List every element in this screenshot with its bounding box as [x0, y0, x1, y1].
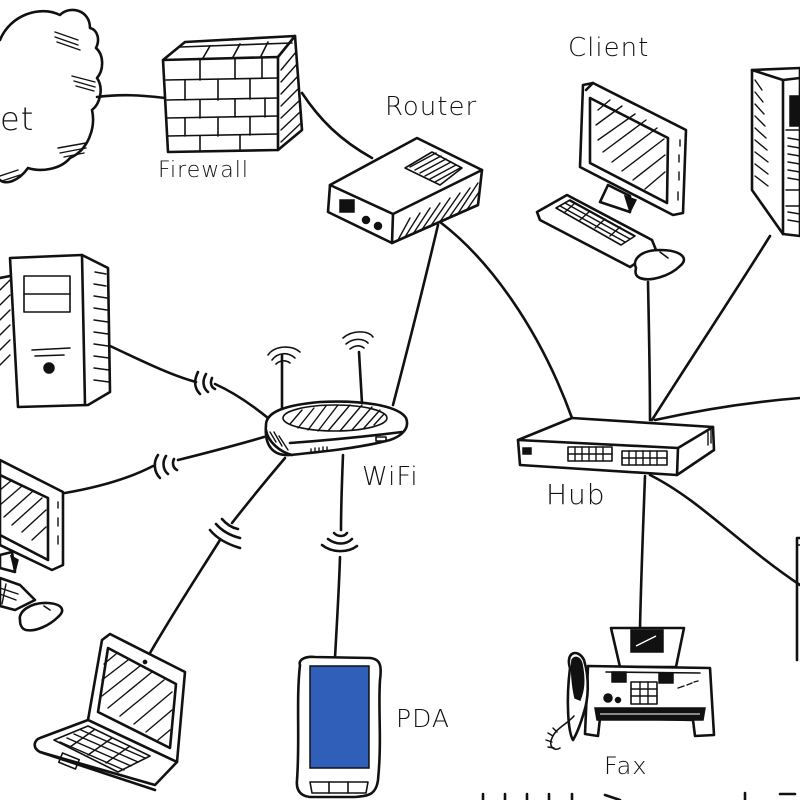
- fax-machine-icon: [545, 626, 716, 751]
- wireless-signal-icon: [320, 531, 359, 553]
- pda-icon: [295, 655, 382, 799]
- hub-label: Hub: [546, 478, 606, 511]
- firewall-label: Firewall: [158, 158, 249, 183]
- link-wifi-pda-b: [333, 555, 342, 660]
- link-wifi-desktop-left: [63, 464, 155, 495]
- link-hub-device-right: [648, 473, 800, 587]
- link-wifi-desktop-left-b: [176, 435, 266, 462]
- link-firewall-router: [300, 91, 374, 160]
- link-client-hub: [646, 280, 652, 422]
- link-wifi-laptop-b: [230, 456, 287, 525]
- server-tower-icon: [0, 253, 112, 409]
- brick-wall-icon: [161, 34, 304, 154]
- wireless-signal-icon: [193, 370, 217, 396]
- wireless-router-icon: [264, 331, 409, 457]
- cutoff-text-strokes: [481, 791, 797, 800]
- link-hub-fax: [638, 474, 647, 630]
- router-icon: [326, 136, 484, 245]
- pda-label: PDA: [396, 704, 450, 733]
- link-wifi-server-left-b: [213, 382, 270, 420]
- connections: [63, 91, 800, 660]
- wireless-signal-icon: [208, 517, 242, 550]
- laptop-icon: [33, 632, 187, 792]
- desktop-computer-icon: [535, 81, 688, 281]
- network-switch-icon: [516, 416, 716, 477]
- link-wifi-laptop: [148, 538, 222, 655]
- desktop-computer-icon: [0, 458, 65, 632]
- link-router-hub: [438, 220, 574, 420]
- link-router-wifi: [391, 223, 440, 407]
- router-label: Router: [385, 92, 478, 122]
- cloud-icon: [0, 8, 104, 184]
- link-wifi-pda: [339, 453, 345, 532]
- wifi-label: WiFi: [362, 462, 419, 492]
- internet-label: et: [0, 100, 35, 138]
- link-wifi-server-left: [106, 343, 198, 384]
- client-label: Client: [568, 33, 650, 63]
- wireless-signal-icon: [153, 453, 179, 480]
- fax-label: Fax: [604, 752, 648, 780]
- link-hub-offscreen-right: [653, 396, 800, 422]
- link-internet-firewall: [95, 93, 167, 100]
- server-tower-icon: [750, 66, 800, 238]
- link-server-right-hub: [650, 234, 772, 422]
- pda-screen: [309, 665, 370, 769]
